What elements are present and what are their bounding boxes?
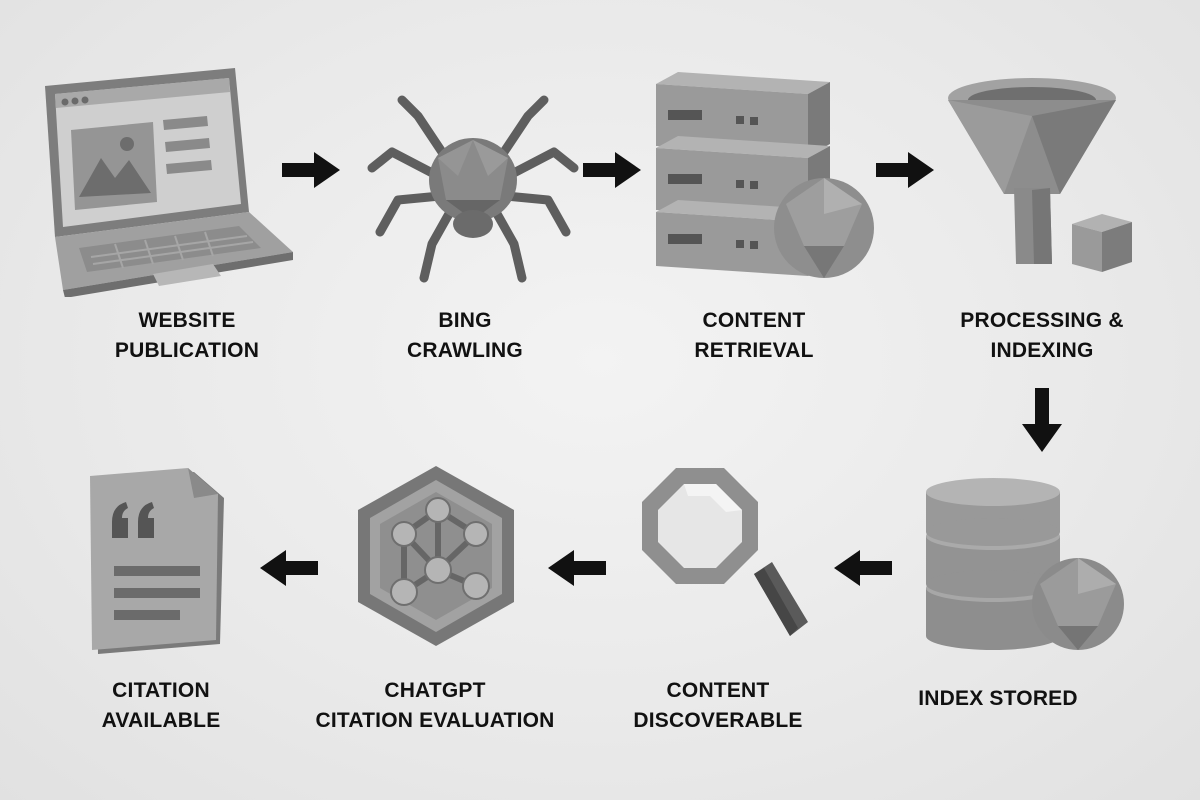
step-label: CONTENT DISCOVERABLE xyxy=(568,676,868,736)
label-line-1: INDEX STORED xyxy=(918,687,1078,710)
label-line-1: CHATGPT xyxy=(384,679,486,702)
label-line-2: CITATION EVALUATION xyxy=(315,709,555,732)
laptop-icon xyxy=(45,68,293,297)
step-label: CONTENT RETRIEVAL xyxy=(604,306,904,366)
arrow-right-icon xyxy=(282,152,340,188)
step-label: CHATGPT CITATION EVALUATION xyxy=(285,676,585,736)
quote-document-icon xyxy=(90,468,224,654)
server-stack-icon xyxy=(656,72,874,278)
label-line-1: WEBSITE xyxy=(138,309,236,332)
database-icon xyxy=(926,478,1124,650)
label-line-1: PROCESSING & xyxy=(960,309,1124,332)
step-label: PROCESSING & INDEXING xyxy=(892,306,1192,366)
funnel-icon xyxy=(948,78,1132,272)
label-line-1: CONTENT xyxy=(666,679,770,702)
network-hexagon-icon xyxy=(358,466,514,646)
arrow-right-icon xyxy=(583,152,641,188)
label-line-2: CRAWLING xyxy=(407,339,523,362)
spider-icon xyxy=(367,95,579,283)
arrow-left-icon xyxy=(548,550,606,586)
label-line-2: PUBLICATION xyxy=(114,339,260,362)
step-label: INDEX STORED xyxy=(848,684,1148,714)
arrow-right-icon xyxy=(876,152,934,188)
step-label: CITATION AVAILABLE xyxy=(11,676,311,736)
label-line-2: DISCOVERABLE xyxy=(633,709,803,732)
label-line-2: INDEXING xyxy=(990,339,1094,362)
magnifier-icon xyxy=(642,468,808,636)
arrow-left-icon xyxy=(260,550,318,586)
label-line-2: RETRIEVAL xyxy=(694,339,814,362)
label-line-1: CITATION xyxy=(112,679,210,702)
step-label: BING CRAWLING xyxy=(315,306,615,366)
label-line-1: CONTENT xyxy=(702,309,806,332)
arrow-left-icon xyxy=(834,550,892,586)
step-label: WEBSITE PUBLICATION xyxy=(37,306,337,366)
label-line-2: AVAILABLE xyxy=(101,709,221,732)
arrow-down-icon xyxy=(1022,388,1062,452)
label-line-1: BING xyxy=(438,309,492,332)
